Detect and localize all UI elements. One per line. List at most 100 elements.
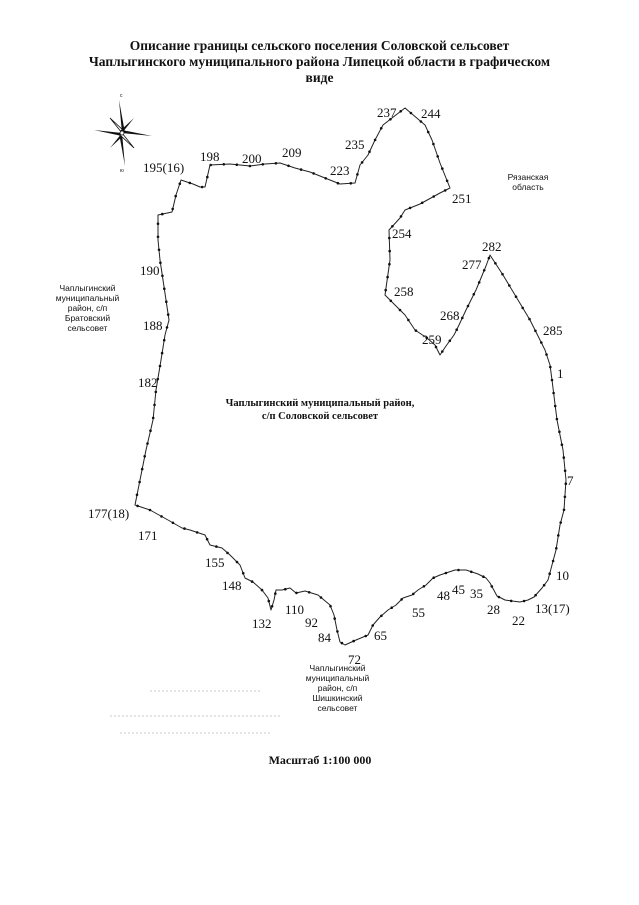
boundary-vertex-dot <box>226 551 229 555</box>
boundary-vertex-dot <box>477 281 481 284</box>
boundary-vertex-dot <box>514 295 518 299</box>
boundary-vertex-dot <box>156 377 160 381</box>
boundary-vertex-dot <box>391 225 394 228</box>
boundary-vertex-dot <box>388 236 391 240</box>
boundary-point-label: 254 <box>392 226 412 241</box>
boundary-vertex-dot <box>340 641 344 645</box>
boundary-vertex-dot <box>390 606 394 609</box>
boundary-vertex-dot <box>136 504 139 508</box>
boundary-vertex-dot <box>154 390 158 394</box>
boundary-vertex-dot <box>441 350 444 353</box>
boundary-point-label: 277 <box>462 257 482 272</box>
boundary-vertex-dot <box>384 288 388 292</box>
boundary-vertex-dot <box>457 568 460 572</box>
boundary-vertex-dot <box>274 162 278 165</box>
boundary-vertex-dot <box>555 547 558 550</box>
map-title-line-2: Чаплыгинского муниципального района Липе… <box>88 54 551 69</box>
map-title-line-3: виде <box>305 70 334 85</box>
boundary-point-label: 244 <box>421 106 441 121</box>
boundary-point-label: 92 <box>305 615 318 630</box>
boundary-point-label: 285 <box>543 323 563 338</box>
boundary-vertex-dot <box>534 593 537 597</box>
boundary-vertex-dot <box>188 181 192 185</box>
boundary-vertex-dot <box>419 120 423 123</box>
boundary-vertex-dot <box>158 364 162 368</box>
boundary-vertex-dot <box>178 182 182 185</box>
boundary-vertex-dot <box>379 127 383 130</box>
boundary-point-label: 209 <box>282 145 302 160</box>
boundary-vertex-dot <box>299 168 303 171</box>
boundary-vertex-dot <box>549 365 552 369</box>
boundary-vertex-dot <box>434 345 438 349</box>
boundary-point-label: 13(17) <box>535 601 570 616</box>
main-settlement-label-line-1: Чаплыгинский муниципальный район, <box>225 398 415 409</box>
boundary-vertex-dot <box>373 138 377 142</box>
boundary-vertex-dot <box>564 482 568 486</box>
boundary-vertex-dot <box>261 163 265 166</box>
boundary-vertex-dot <box>307 591 311 594</box>
boundary-vertex-dot <box>250 580 254 583</box>
boundary-vertex-dot <box>200 185 204 189</box>
boundary-vertex-dot <box>551 559 555 563</box>
boundary-vertex-dot <box>156 235 160 239</box>
boundary-vertex-dot <box>206 175 209 179</box>
boundary-vertex-dot <box>563 495 567 499</box>
boundary-vertex-dot <box>205 537 209 541</box>
boundary-vertex-dot <box>490 585 494 588</box>
boundary-vertex-dot <box>501 272 504 276</box>
boundary-point-label: 28 <box>487 602 500 617</box>
boundary-vertex-dot <box>494 262 497 265</box>
compass-rose-icon: с ю <box>94 93 152 174</box>
boundary-vertex-dot <box>559 521 562 524</box>
boundary-vertex-dot <box>522 599 526 603</box>
boundary-vertex-dot <box>248 164 252 168</box>
boundary-vertex-points <box>135 110 568 645</box>
boundary-vertex-dot <box>287 164 290 168</box>
boundary-vertex-dot <box>540 341 543 344</box>
boundary-point-label: 35 <box>470 586 483 601</box>
boundary-point-label: 48 <box>437 588 450 603</box>
boundary-point-label: 182 <box>138 375 158 390</box>
boundary-vertex-dot <box>558 430 561 434</box>
boundary-vertex-dot <box>482 269 486 272</box>
map-scale: Масштаб 1:100 000 <box>268 753 372 767</box>
boundary-point-label: 268 <box>440 308 460 323</box>
boundary-vertex-dot <box>166 313 170 316</box>
boundary-point-label: 171 <box>138 528 158 543</box>
boundary-vertex-dot <box>156 222 160 225</box>
boundary-vertex-dot <box>557 534 560 537</box>
boundary-vertex-dot <box>388 249 392 253</box>
faint-scan-mark <box>110 715 280 717</box>
region-label-shishkinsky: Чаплыгинский муниципальный район, с/п Ши… <box>305 663 370 713</box>
boundary-vertex-dot <box>380 614 383 618</box>
boundary-point-label: 148 <box>222 578 242 593</box>
boundary-vertex-dot <box>555 417 559 421</box>
boundary-vertex-dot <box>368 150 371 153</box>
boundary-vertex-dot <box>148 508 152 512</box>
boundary-point-label: 235 <box>345 137 365 152</box>
boundary-vertex-dot <box>389 118 392 121</box>
boundary-vertex-dot <box>444 571 448 575</box>
boundary-vertex-dot <box>399 215 403 218</box>
boundary-point-label: 223 <box>330 163 350 178</box>
boundary-vertex-dot <box>312 172 315 175</box>
boundary-vertex-dot <box>143 455 146 458</box>
boundary-vertex-dot <box>550 378 554 382</box>
map-title-line-1: Описание границы сельского поселения Сол… <box>129 38 510 53</box>
boundary-point-label: 259 <box>422 332 442 347</box>
boundary-vertex-dot <box>461 316 464 320</box>
boundary-vertex-dot <box>560 443 564 447</box>
boundary-vertex-dot <box>482 575 485 578</box>
boundary-vertex-dot <box>174 194 177 198</box>
boundary-vertex-dot <box>386 275 389 279</box>
boundary-vertex-dot <box>408 206 412 210</box>
boundary-vertex-dot <box>336 630 339 633</box>
boundary-vertex-dot <box>161 274 164 278</box>
boundary-vertex-dot <box>448 339 452 343</box>
main-settlement-label: Чаплыгинский муниципальный район, с/п Со… <box>200 397 440 423</box>
boundary-vertex-dot <box>409 111 413 115</box>
boundary-vertex-dot <box>160 351 164 355</box>
boundary-vertex-dot <box>149 429 152 433</box>
boundary-vertex-dot <box>160 515 163 518</box>
